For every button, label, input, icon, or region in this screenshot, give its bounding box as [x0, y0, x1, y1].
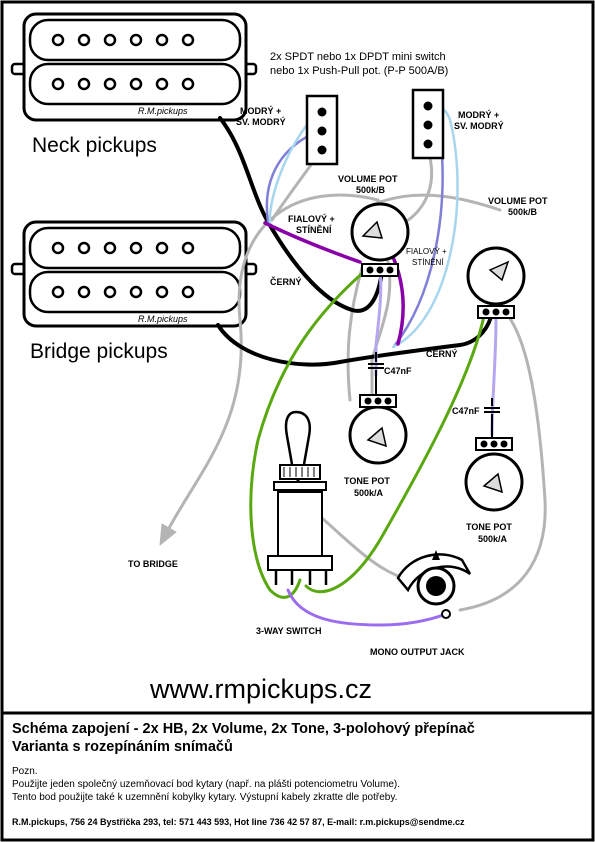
- tone-pot-left: [348, 394, 408, 465]
- tone-pot-left-label-line2: 500k/A: [354, 488, 384, 498]
- left-mini-switch: [305, 94, 339, 166]
- notes-line1: Použijte jeden společný uzemňovací bod k…: [12, 779, 400, 790]
- bridge-pickup-brand: R.M.pickups: [138, 314, 188, 324]
- tone-pot-right: [464, 437, 524, 512]
- left-switch-label-line1: MODRÝ +: [240, 105, 281, 116]
- volume-pot-left-label-line1: VOLUME POT: [338, 174, 398, 184]
- to-bridge-wire: [166, 193, 380, 532]
- switch-note-line2: nebo 1x Push-Pull pot. (P-P 500A/B): [270, 65, 448, 77]
- right-mini-switch: [411, 88, 445, 160]
- fialovy-left-line1: FIALOVÝ +: [288, 213, 335, 224]
- capacitor-right: [484, 398, 500, 438]
- notes-line2: Tento bod použijte také k uzemnění kobyl…: [12, 792, 397, 803]
- three-way-switch-label: 3-WAY SWITCH: [256, 626, 322, 636]
- neck-purple-wire: [263, 221, 362, 264]
- volume-pot-right-label-line2: 500k/B: [508, 207, 538, 217]
- cerny-left-label: ČERNÝ: [270, 276, 302, 287]
- tone-pot-left-label-line1: TONE POT: [344, 476, 390, 486]
- right-switch-label-line2: SV. MODRÝ: [454, 120, 504, 131]
- tone-pot-right-label-line1: TONE POT: [466, 522, 512, 532]
- volume-pot-right: [466, 246, 526, 319]
- fialovy-left-line2: STÍNĚNÍ: [296, 224, 332, 235]
- capacitor-left-label: C47nF: [384, 366, 412, 376]
- neck-pickup-label: Neck pickups: [32, 134, 157, 157]
- volume-pot-left: [350, 202, 410, 277]
- output-wire: [286, 588, 448, 627]
- volume-pot-left-label-line2: 500k/B: [356, 185, 386, 195]
- title-line1: Schéma zapojení - 2x HB, 2x Volume, 2x T…: [12, 721, 475, 737]
- notes-heading: Pozn.: [12, 766, 38, 777]
- fialovy-right-line2: STÍNĚNÍ: [412, 258, 444, 267]
- neck-pickup-brand: R.M.pickups: [138, 106, 188, 116]
- contact-line: R.M.pickups, 756 24 Bystřička 293, tel: …: [12, 817, 465, 827]
- output-jack-label: MONO OUTPUT JACK: [370, 647, 465, 657]
- to-bridge-label: TO BRIDGE: [128, 559, 178, 569]
- bridge-pickup: R.M.pickups: [10, 220, 258, 328]
- cerny-right-label: ČERNÝ: [426, 348, 458, 359]
- capacitor-left: [368, 352, 384, 395]
- left-switch-label-line2: SV. MODRÝ: [236, 116, 286, 127]
- green-wire-right: [304, 314, 486, 594]
- website: www.rmpickups.cz: [149, 674, 372, 704]
- three-way-switch: [267, 410, 333, 585]
- green-wire-left: [249, 268, 368, 599]
- neck-pickup: R.M.pickups: [10, 12, 258, 122]
- output-jack: [396, 550, 472, 619]
- tone-pot-right-label-line2: 500k/A: [478, 534, 508, 544]
- switch-note-line1: 2x SPDT nebo 1x DPDT mini switch: [270, 51, 446, 63]
- volume-pot-right-label-line1: VOLUME POT: [488, 196, 548, 206]
- to-bridge-arrowhead: [159, 523, 177, 546]
- title-line2: Varianta s rozepínáním snímačů: [12, 739, 233, 755]
- neck-black-wire: [218, 116, 384, 313]
- right-switch-label-line1: MODRÝ +: [458, 109, 499, 120]
- bridge-pickup-label: Bridge pickups: [30, 340, 168, 363]
- fialovy-right-line1: FIALOVÝ +: [406, 247, 447, 256]
- capacitor-right-label: C47nF: [452, 406, 480, 416]
